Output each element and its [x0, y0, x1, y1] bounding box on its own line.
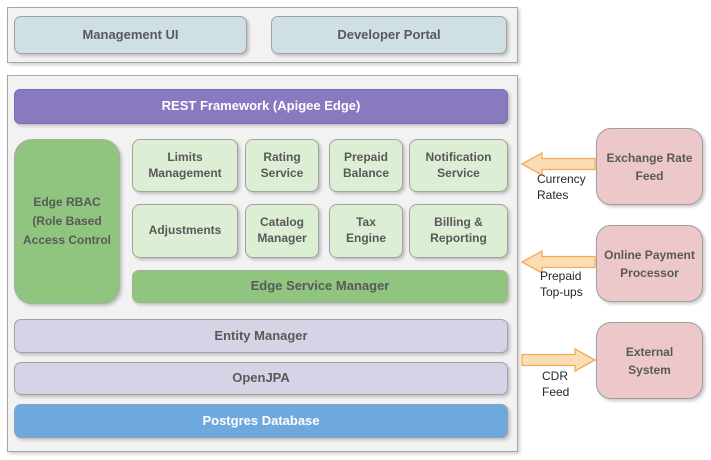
node-edge-service-manager: Edge Service Manager: [132, 270, 508, 303]
node-limits-management: Limits Management: [132, 139, 238, 192]
node-catalog-manager: Catalog Manager: [245, 204, 319, 258]
node-prepaid-balance: Prepaid Balance: [329, 139, 403, 192]
flow-label-cdr-feed: CDR Feed: [542, 369, 570, 399]
node-entity-manager: Entity Manager: [14, 319, 508, 353]
node-exchange-rate-feed: Exchange Rate Feed: [596, 128, 703, 205]
prepaid-topups-left-arrow-icon: [521, 249, 596, 275]
node-adjustments: Adjustments: [132, 204, 238, 258]
edge-monetization-panel: REST Framework (Apigee Edge) Edge RBAC (…: [7, 75, 518, 452]
node-billing-reporting: Billing & Reporting: [409, 204, 508, 258]
currency-rates-left-arrow-icon: [521, 151, 596, 177]
node-openjpa: OpenJPA: [14, 362, 508, 395]
flow-label-prepaid-topups: Prepaid Top-ups: [540, 269, 583, 299]
node-external-system: External System: [596, 322, 703, 399]
node-rest-framework: REST Framework (Apigee Edge): [14, 89, 508, 124]
node-developer-portal: Developer Portal: [271, 16, 507, 54]
cdr-feed-right-arrow-icon: [521, 347, 596, 373]
node-management-ui: Management UI: [14, 16, 247, 54]
node-tax-engine: Tax Engine: [329, 204, 403, 258]
node-online-payment-processor: Online Payment Processor: [596, 225, 703, 302]
flow-label-currency-rates: Currency Rates: [537, 172, 586, 202]
node-edge-rbac: Edge RBAC (Role Based Access Control: [14, 139, 120, 304]
node-notification-service: Notification Service: [409, 139, 508, 192]
client-apps-panel: Management UI Developer Portal: [7, 7, 518, 63]
node-rating-service: Rating Service: [245, 139, 319, 192]
node-postgres-database: Postgres Database: [14, 404, 508, 438]
